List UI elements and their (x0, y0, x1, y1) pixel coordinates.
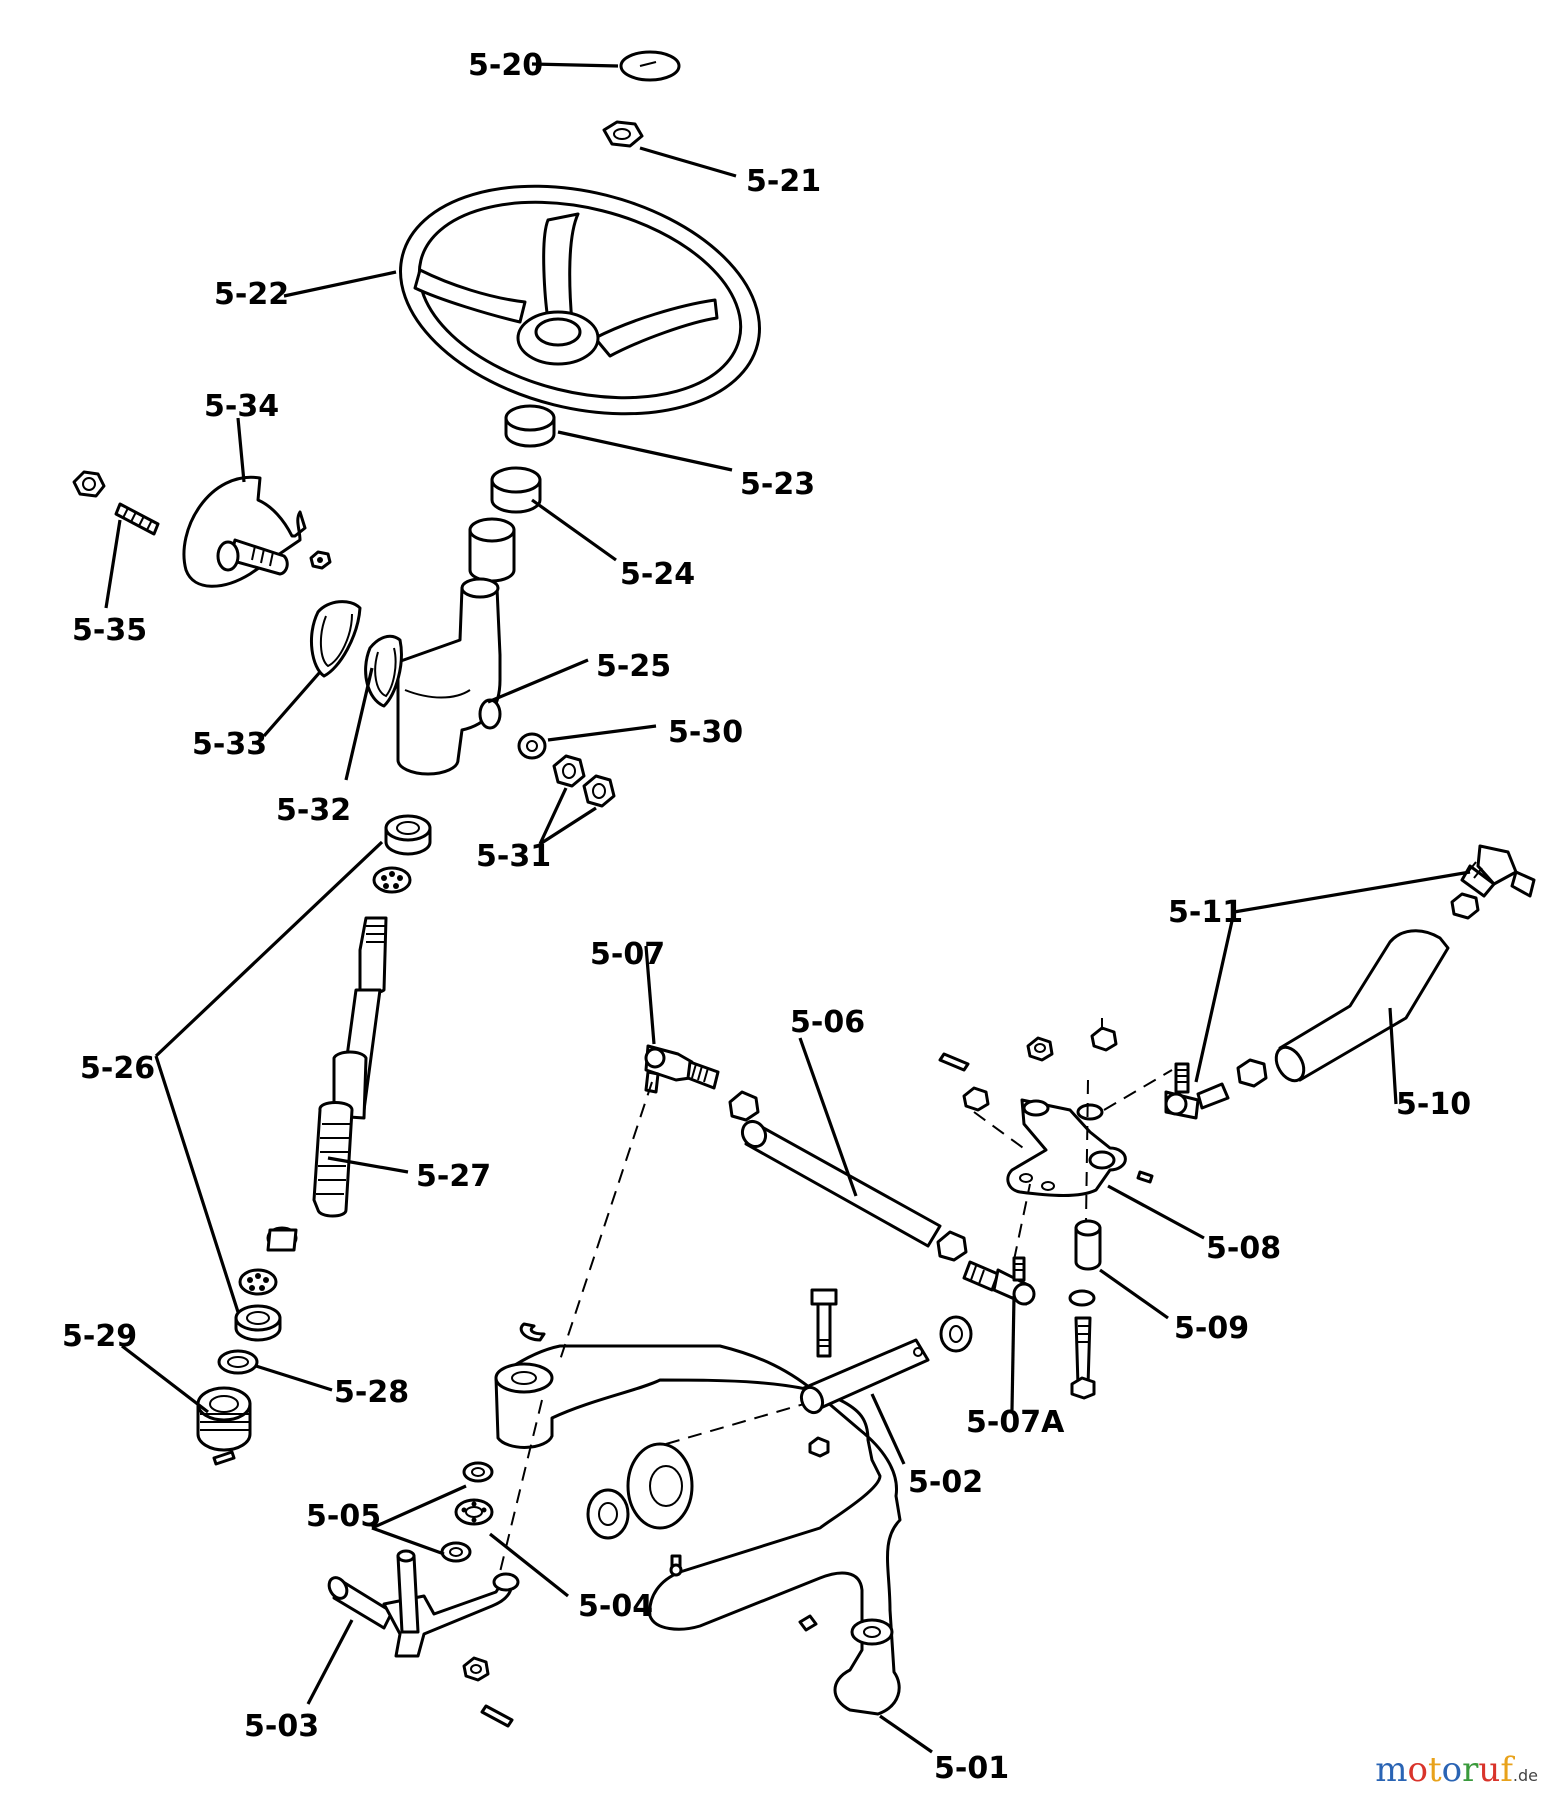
label-5-08: 5-08 (1206, 1231, 1281, 1266)
label-5-31: 5-31 (476, 839, 551, 874)
leader-lines (104, 62, 1471, 1754)
part-5-06-tie-rod (728, 1090, 968, 1262)
label-5-06: 5-06 (790, 1005, 865, 1040)
part-5-33-gasket (310, 600, 362, 678)
part-5-25-steering-housing (396, 577, 502, 776)
part-5-27-steering-shaft (266, 916, 388, 1252)
label-5-22: 5-22 (214, 277, 289, 312)
centerline-5-08-to-5-11 (1103, 1069, 1173, 1111)
label-5-07a: 5-07A (966, 1405, 1065, 1440)
label-5-20: 5-20 (468, 48, 543, 83)
part-5-24-bushing (468, 466, 542, 583)
part-5-08-steering-arm (1006, 1098, 1127, 1197)
centerline-5-08-pivot (1085, 1079, 1089, 1223)
part-5-01-front-axle (494, 1344, 902, 1716)
part-5-29-adjusting-nut (196, 1386, 252, 1466)
label-5-07: 5-07 (590, 937, 665, 972)
watermark-letter: r (1462, 1750, 1479, 1790)
part-5-07a-ball-joint (962, 1256, 1036, 1306)
part-5-04-bearing (454, 1498, 494, 1526)
part-5-34-small-nut (309, 550, 332, 570)
label-5-33: 5-33 (192, 727, 267, 762)
label-5-02: 5-02 (908, 1465, 983, 1500)
part-5-03-spindle (327, 1549, 520, 1658)
centerline-5-07-to-axle (559, 1081, 653, 1361)
part-5-03-hardware (462, 1656, 514, 1728)
label-5-01: 5-01 (934, 1751, 1009, 1786)
label-5-34: 5-34 (204, 389, 279, 424)
part-5-26-bearing-top (372, 814, 432, 894)
watermark-letter: o (1407, 1750, 1428, 1790)
part-5-28-washer (217, 1349, 259, 1375)
watermark-letter: m (1375, 1750, 1408, 1790)
label-5-28: 5-28 (334, 1375, 409, 1410)
label-5-23: 5-23 (740, 467, 815, 502)
part-5-35-stud (114, 502, 160, 536)
label-5-11: 5-11 (1168, 895, 1243, 930)
part-labels: 5-20 5-21 5-22 5-23 5-24 5-25 5-30 5-31 … (62, 48, 1471, 1786)
part-5-01-hardware (519, 1322, 818, 1632)
part-5-02-pivot-pin (799, 1288, 973, 1458)
label-5-29: 5-29 (62, 1319, 137, 1354)
label-5-27: 5-27 (416, 1159, 491, 1194)
label-5-25: 5-25 (596, 649, 671, 684)
part-5-34-plate (182, 475, 307, 588)
watermark-letter: u (1478, 1750, 1501, 1790)
label-5-10: 5-10 (1396, 1087, 1471, 1122)
part-5-26-bearing-bottom (234, 1268, 282, 1342)
centerline-5-08-left (973, 1111, 1027, 1151)
label-5-32: 5-32 (276, 793, 351, 828)
watermark-logo: motoruf.de (1375, 1750, 1538, 1790)
part-5-31-nuts (552, 754, 616, 808)
watermark-letter: t (1427, 1750, 1442, 1790)
label-5-21: 5-21 (746, 164, 821, 199)
label-5-09: 5-09 (1174, 1311, 1249, 1346)
label-5-35: 5-35 (72, 613, 147, 648)
label-5-26: 5-26 (80, 1051, 155, 1086)
part-5-07-ball-joint (644, 1044, 720, 1094)
part-5-22-steering-wheel (399, 184, 761, 416)
centerline-axle-to-5-02 (665, 1403, 805, 1445)
watermark-letter: o (1441, 1750, 1463, 1790)
watermark-letter: f (1500, 1750, 1513, 1790)
part-5-35-nut (72, 470, 106, 498)
label-5-24: 5-24 (620, 557, 695, 592)
label-5-05: 5-05 (306, 1499, 381, 1534)
part-5-30-washer (517, 732, 547, 760)
watermark-domain: .de (1512, 1766, 1538, 1785)
part-5-11-ball-joint-lower (1164, 1058, 1268, 1120)
label-5-03: 5-03 (244, 1709, 319, 1744)
part-5-08-hardware (938, 1018, 1154, 1184)
part-5-23-bushing (504, 404, 556, 448)
part-5-09-pivot-bolt (1068, 1219, 1102, 1400)
centerline-5-07a-to-5-08 (1013, 1183, 1031, 1261)
part-5-11-ball-joint-upper (1450, 844, 1536, 920)
part-5-20-cap (619, 50, 681, 82)
part-5-10-tie-rod (1274, 929, 1450, 1083)
centerline-spindle (499, 1399, 543, 1573)
label-5-30: 5-30 (668, 715, 743, 750)
part-5-21-nut (602, 120, 644, 148)
label-5-04: 5-04 (578, 1589, 653, 1624)
